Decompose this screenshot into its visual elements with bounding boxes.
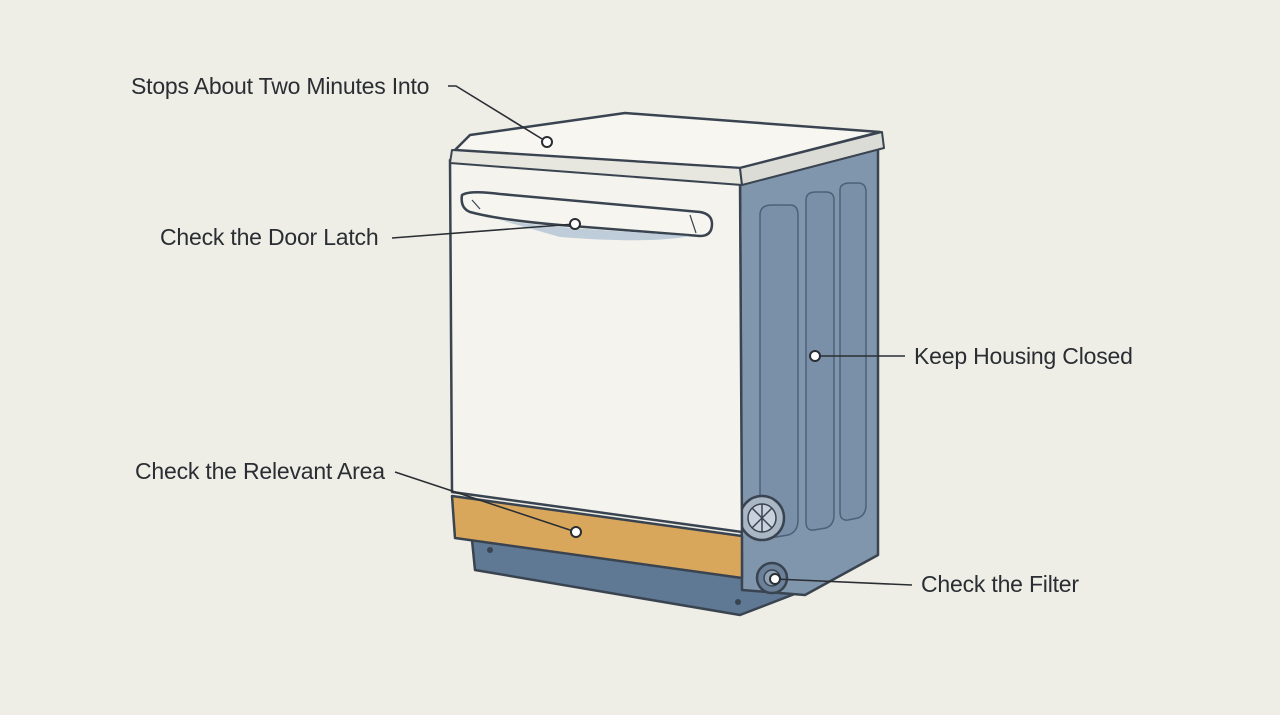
callout-label-housing: Keep Housing Closed <box>914 343 1133 369</box>
toe-kick-panel <box>450 494 744 580</box>
callout-dot-icon <box>769 573 781 585</box>
side-panel-recess-right <box>839 182 867 521</box>
callout-dot-icon <box>570 526 582 538</box>
callout-label-door-latch: Check the Door Latch <box>160 224 379 250</box>
leader-stops <box>448 85 548 143</box>
countertop-side-edge <box>739 131 885 186</box>
side-panel-recess-middle <box>805 191 835 531</box>
door-handle-shadow <box>500 220 690 241</box>
door-handle-grip-right <box>689 214 697 234</box>
leader-relevant <box>394 471 577 533</box>
door-handle-grip-left <box>471 199 481 210</box>
door-handle <box>460 191 714 238</box>
leader-latch <box>391 223 576 239</box>
base-screw-left <box>487 547 493 553</box>
callout-dot-icon <box>809 350 821 362</box>
callout-dot-icon <box>569 218 581 230</box>
side-panel-recess-left <box>759 204 799 540</box>
base-screw-right <box>735 599 741 605</box>
callout-label-relevant-area: Check the Relevant Area <box>135 458 385 484</box>
callout-dot-icon <box>541 136 553 148</box>
leader-filter <box>774 578 913 586</box>
callout-label-stops: Stops About Two Minutes Into <box>131 73 430 99</box>
callout-label-filter: Check the Filter <box>921 571 1079 597</box>
